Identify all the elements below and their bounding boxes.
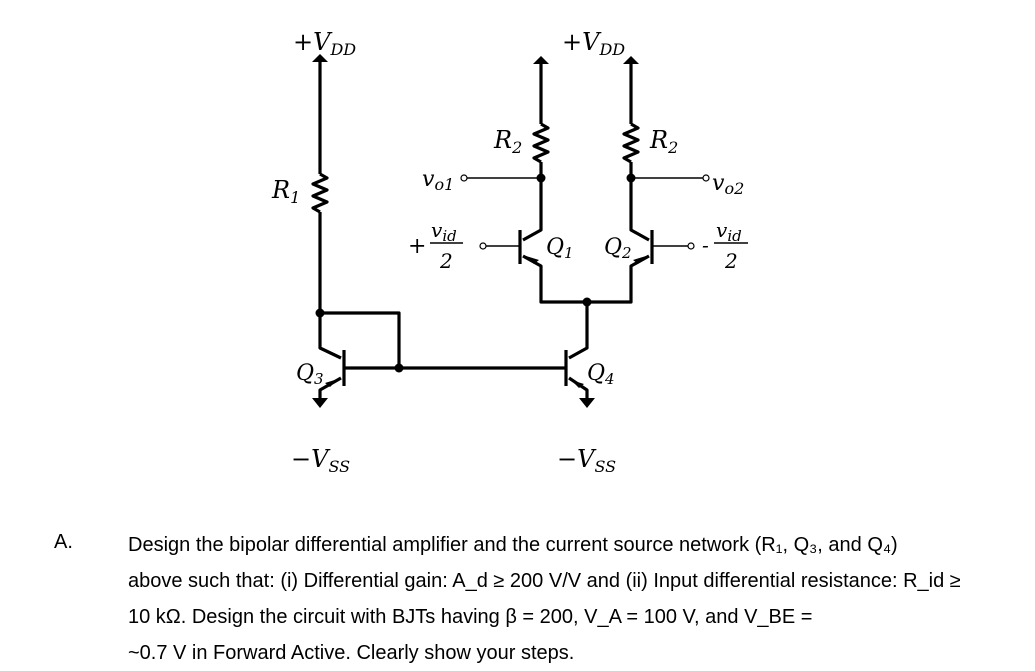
label-q1: Q1 <box>546 235 574 262</box>
question-line-1: Design the bipolar differential amplifie… <box>128 534 898 556</box>
wire-q3-diode-connection <box>320 311 401 368</box>
vss-right-arrow <box>579 398 595 408</box>
label-vss-right: −VSS <box>557 445 616 476</box>
q1-emitter-lead <box>522 254 543 272</box>
label-vdd-left: +VDD <box>293 28 356 59</box>
terminal-vo1 <box>460 174 468 182</box>
label-q2: Q2 <box>604 235 632 262</box>
label-r2-right: R2 <box>649 126 678 157</box>
label-q4: Q4 <box>587 361 615 388</box>
q3-emitter-arrow <box>325 379 338 387</box>
label-vid-plus: + vid 2 <box>408 218 463 273</box>
vid-plus-denominator: 2 <box>439 249 453 273</box>
differential-amplifier-schematic: +VDD +VDD R1 R2 R2 vo1 vo2 + vid 2 - vid… <box>271 28 748 476</box>
vdd-right-arrow-left <box>533 56 549 64</box>
question-line-2: above such that: (i) Differential gain: … <box>128 570 961 592</box>
question-label: A. <box>54 531 73 553</box>
q4-emitter-arrow <box>571 380 584 388</box>
vss-left-arrow <box>312 398 328 408</box>
terminal-vo2 <box>702 174 710 182</box>
question-line-3: 10 kΩ. Design the circuit with BJTs havi… <box>128 606 813 628</box>
label-q3: Q3 <box>296 361 324 388</box>
q1-branch <box>460 56 550 272</box>
vdd-left-arrow <box>312 54 328 62</box>
q3-collector-lead <box>318 313 342 360</box>
label-vid-minus: - vid 2 <box>702 218 748 273</box>
q2-branch <box>622 56 710 272</box>
q2-collector-lead <box>629 214 650 242</box>
terminal-vid-minus <box>687 242 695 250</box>
q4-collector-lead <box>568 302 589 360</box>
svg-text:+: + <box>408 234 426 259</box>
r2-left-resistor <box>532 122 550 164</box>
vid-minus-denominator: 2 <box>724 249 738 273</box>
r1-resistor <box>311 172 329 214</box>
left-bias-branch <box>311 54 401 408</box>
terminal-vid-plus <box>479 242 487 250</box>
label-r2-left: R2 <box>493 126 522 157</box>
wire-emitter-tail <box>539 272 633 304</box>
vdd-right-arrow-right <box>623 56 639 64</box>
q4-current-source <box>564 297 595 408</box>
q2-emitter-arrow <box>633 256 646 264</box>
question-line-4: ~0.7 V in Forward Active. Clearly show y… <box>128 642 575 664</box>
label-r1: R1 <box>271 176 300 207</box>
label-vdd-right: +VDD <box>562 28 625 59</box>
vid-minus-numerator: vid <box>716 218 742 245</box>
q1-collector-lead <box>522 214 543 242</box>
svg-text:-: - <box>702 233 709 257</box>
label-vo1: vo1 <box>422 167 454 194</box>
q2-emitter-lead <box>629 254 650 272</box>
question-text: Design the bipolar differential amplifie… <box>128 527 1020 671</box>
node-base-junction <box>394 363 404 373</box>
label-vo2: vo2 <box>712 171 744 198</box>
label-vss-left: −VSS <box>291 445 350 476</box>
r2-right-resistor <box>622 122 640 164</box>
q4-emitter-lead <box>568 376 589 398</box>
q1-emitter-arrow <box>526 256 539 264</box>
vid-plus-numerator: vid <box>431 218 457 245</box>
